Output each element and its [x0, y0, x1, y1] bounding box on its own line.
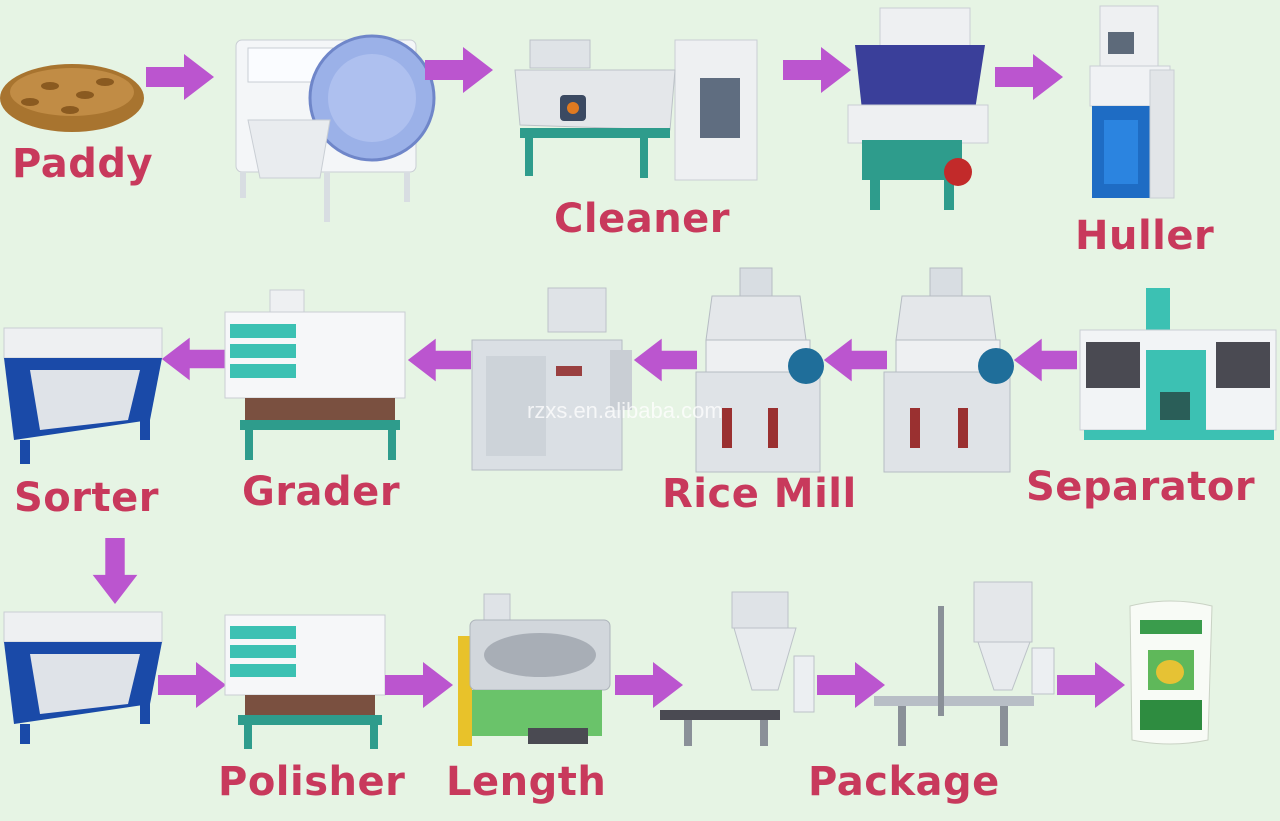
- rice-bag-package: [1129, 600, 1213, 745]
- label-package: Package: [808, 759, 1000, 805]
- color-sorter-machine-bottom: [3, 611, 163, 744]
- flow-arrow-8: [407, 338, 471, 382]
- rice-mill-machine-2: [883, 267, 1014, 473]
- label-polisher: Polisher: [218, 759, 406, 805]
- huller-machine: [1089, 5, 1175, 199]
- flow-arrow-3: [783, 47, 851, 93]
- flow-arrow-6: [823, 338, 887, 382]
- flow-arrow-12: [385, 662, 453, 708]
- flow-arrow-7: [633, 338, 697, 382]
- vibrating-cleaner-machine: [514, 39, 758, 181]
- flow-arrow-5: [1013, 338, 1077, 382]
- label-rice-mill: Rice Mill: [662, 471, 857, 517]
- pre-cleaner-drum-machine: [235, 34, 436, 222]
- flow-arrow-2: [425, 47, 493, 93]
- mist-polisher-machine: [471, 287, 632, 471]
- flow-arrow-4: [995, 54, 1063, 100]
- packing-machine-2: [874, 581, 1055, 746]
- flow-arrow-9: [161, 337, 225, 381]
- flow-arrow-15: [1057, 662, 1125, 708]
- rice-mill-machine-1: [695, 267, 824, 473]
- destoner-machine: [847, 7, 989, 210]
- length-grader-machine: [458, 593, 611, 746]
- flow-arrow-1: [146, 54, 214, 100]
- flow-arrow-11: [158, 662, 226, 708]
- label-paddy: Paddy: [12, 141, 154, 187]
- packing-machine-1: [660, 591, 815, 746]
- paddy-separator-machine: [1079, 288, 1277, 440]
- grader-machine-top: [224, 289, 406, 460]
- label-cleaner: Cleaner: [554, 196, 731, 242]
- label-sorter: Sorter: [14, 475, 159, 521]
- label-grader: Grader: [242, 469, 401, 515]
- color-sorter-machine-top: [3, 327, 163, 464]
- paddy-grain-pile: [0, 64, 144, 132]
- label-length: Length: [446, 759, 607, 805]
- label-separator: Separator: [1026, 464, 1256, 510]
- flow-arrow-13: [615, 662, 683, 708]
- watermark-text: rzxs.en.alibaba.com: [527, 398, 723, 423]
- grader-machine-bottom: [224, 614, 386, 749]
- flow-arrow-10: [92, 538, 138, 605]
- label-huller: Huller: [1075, 213, 1215, 259]
